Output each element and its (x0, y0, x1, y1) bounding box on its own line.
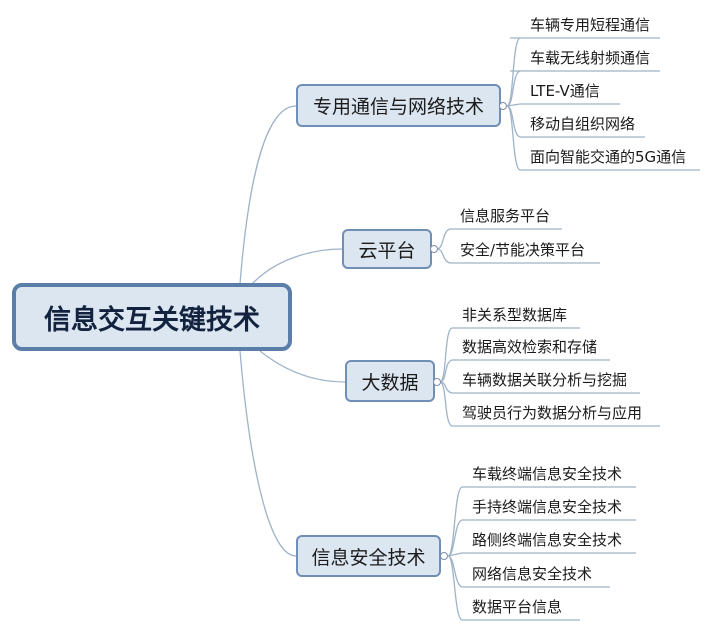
leaf-roadside-security[interactable]: 路侧终端信息安全技术 (472, 531, 623, 549)
leaf-manet[interactable]: 移动自组织网络 (530, 115, 636, 133)
leaf-data-platform-info[interactable]: 数据平台信息 (472, 598, 563, 616)
branch-big-data[interactable]: 大数据 (345, 360, 435, 402)
leaf-nosql[interactable]: 非关系型数据库 (462, 306, 568, 324)
leaf-handheld-security[interactable]: 手持终端信息安全技术 (472, 498, 623, 516)
branch-cloud-platform[interactable]: 云平台 (342, 229, 432, 269)
leaf-dsrc[interactable]: 车辆专用短程通信 (530, 16, 651, 34)
leaf-safety-platform[interactable]: 安全/节能决策平台 (460, 241, 586, 259)
leaf-info-service[interactable]: 信息服务平台 (460, 207, 551, 225)
leaf-vehicle-mining[interactable]: 车辆数据关联分析与挖掘 (462, 371, 628, 389)
collapse-toggle-icon[interactable] (430, 245, 438, 253)
branch-network-communication[interactable]: 专用通信与网络技术 (296, 84, 501, 127)
collapse-toggle-icon[interactable] (433, 378, 441, 386)
leaf-ltev[interactable]: LTE-V通信 (530, 82, 600, 100)
leaf-network-security[interactable]: 网络信息安全技术 (472, 565, 593, 583)
root-node[interactable]: 信息交互关键技术 (12, 283, 292, 351)
leaf-vehicle-terminal-security[interactable]: 车载终端信息安全技术 (472, 465, 623, 483)
collapse-toggle-icon[interactable] (440, 552, 448, 560)
leaf-rf-comm[interactable]: 车载无线射频通信 (530, 49, 651, 67)
branch-info-security[interactable]: 信息安全技术 (296, 535, 441, 577)
leaf-driver-behavior[interactable]: 驾驶员行为数据分析与应用 (462, 404, 643, 422)
leaf-5g[interactable]: 面向智能交通的5G通信 (530, 148, 687, 166)
leaf-retrieval-storage[interactable]: 数据高效检索和存储 (462, 338, 598, 356)
collapse-toggle-icon[interactable] (499, 102, 507, 110)
